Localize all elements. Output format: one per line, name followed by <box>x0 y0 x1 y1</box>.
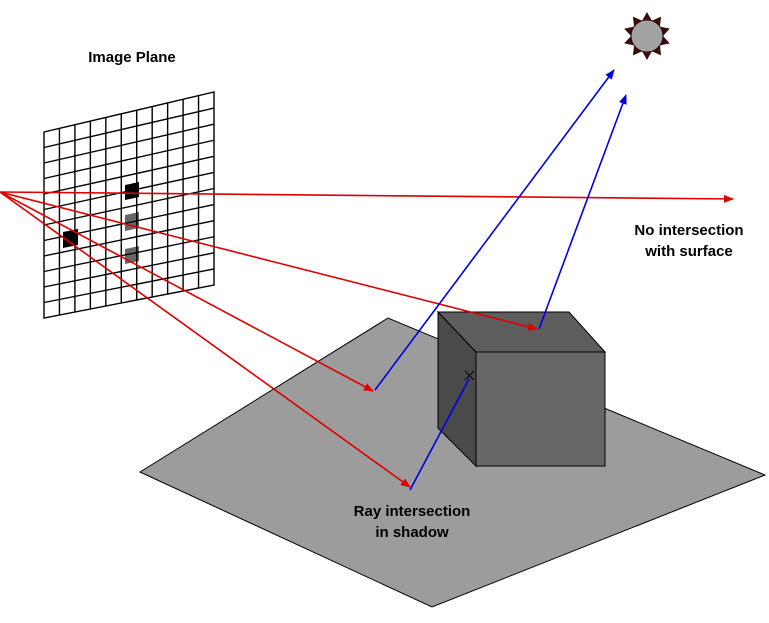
shadow-intersection-label-line2: in shadow <box>375 524 449 541</box>
image-plane <box>43 91 215 319</box>
camera-ray-ground-shadow <box>0 191 411 488</box>
shadow-rays <box>374 69 627 491</box>
cube <box>436 310 607 468</box>
grid-line-horizontal <box>43 187 215 226</box>
grid-line-horizontal <box>43 236 215 273</box>
hit-pixel <box>125 246 139 264</box>
shadow-ray-cube-to-light <box>538 94 627 330</box>
grid-line-horizontal <box>43 139 215 180</box>
cube-front-face <box>475 351 606 467</box>
grid-line-horizontal <box>43 155 215 195</box>
sun-icon <box>624 12 670 60</box>
grid-line-horizontal <box>43 171 215 211</box>
image-plane-label: Image Plane <box>72 47 192 68</box>
no-intersection-label-line1: No intersection <box>634 222 744 239</box>
camera-ray-miss <box>0 191 734 203</box>
grid-line-horizontal <box>43 252 215 288</box>
ground-plane <box>138 317 767 608</box>
shadow-intersection-label-line1: Ray intersection <box>353 503 471 520</box>
grid-line-horizontal <box>43 219 215 257</box>
grid-line-horizontal <box>43 123 215 164</box>
image-plane-grid-lines <box>43 95 215 315</box>
shadow-ray-blocked <box>409 378 470 491</box>
shadow-intersection-label: Ray intersection in shadow <box>322 501 502 543</box>
camera-ray-ground-lit <box>0 191 374 392</box>
grid-line-horizontal <box>43 107 215 149</box>
image-plane-label-text: Image Plane <box>88 49 176 66</box>
blocked-marker-icon <box>464 370 475 381</box>
camera-rays <box>0 191 734 488</box>
grid-line-horizontal <box>43 203 215 242</box>
shadow-ray-ground-to-light <box>374 69 615 391</box>
no-intersection-label: No intersection with surface <box>600 220 769 262</box>
camera-ray-cube-top <box>0 191 538 331</box>
no-intersection-label-line2: with surface <box>645 243 733 260</box>
